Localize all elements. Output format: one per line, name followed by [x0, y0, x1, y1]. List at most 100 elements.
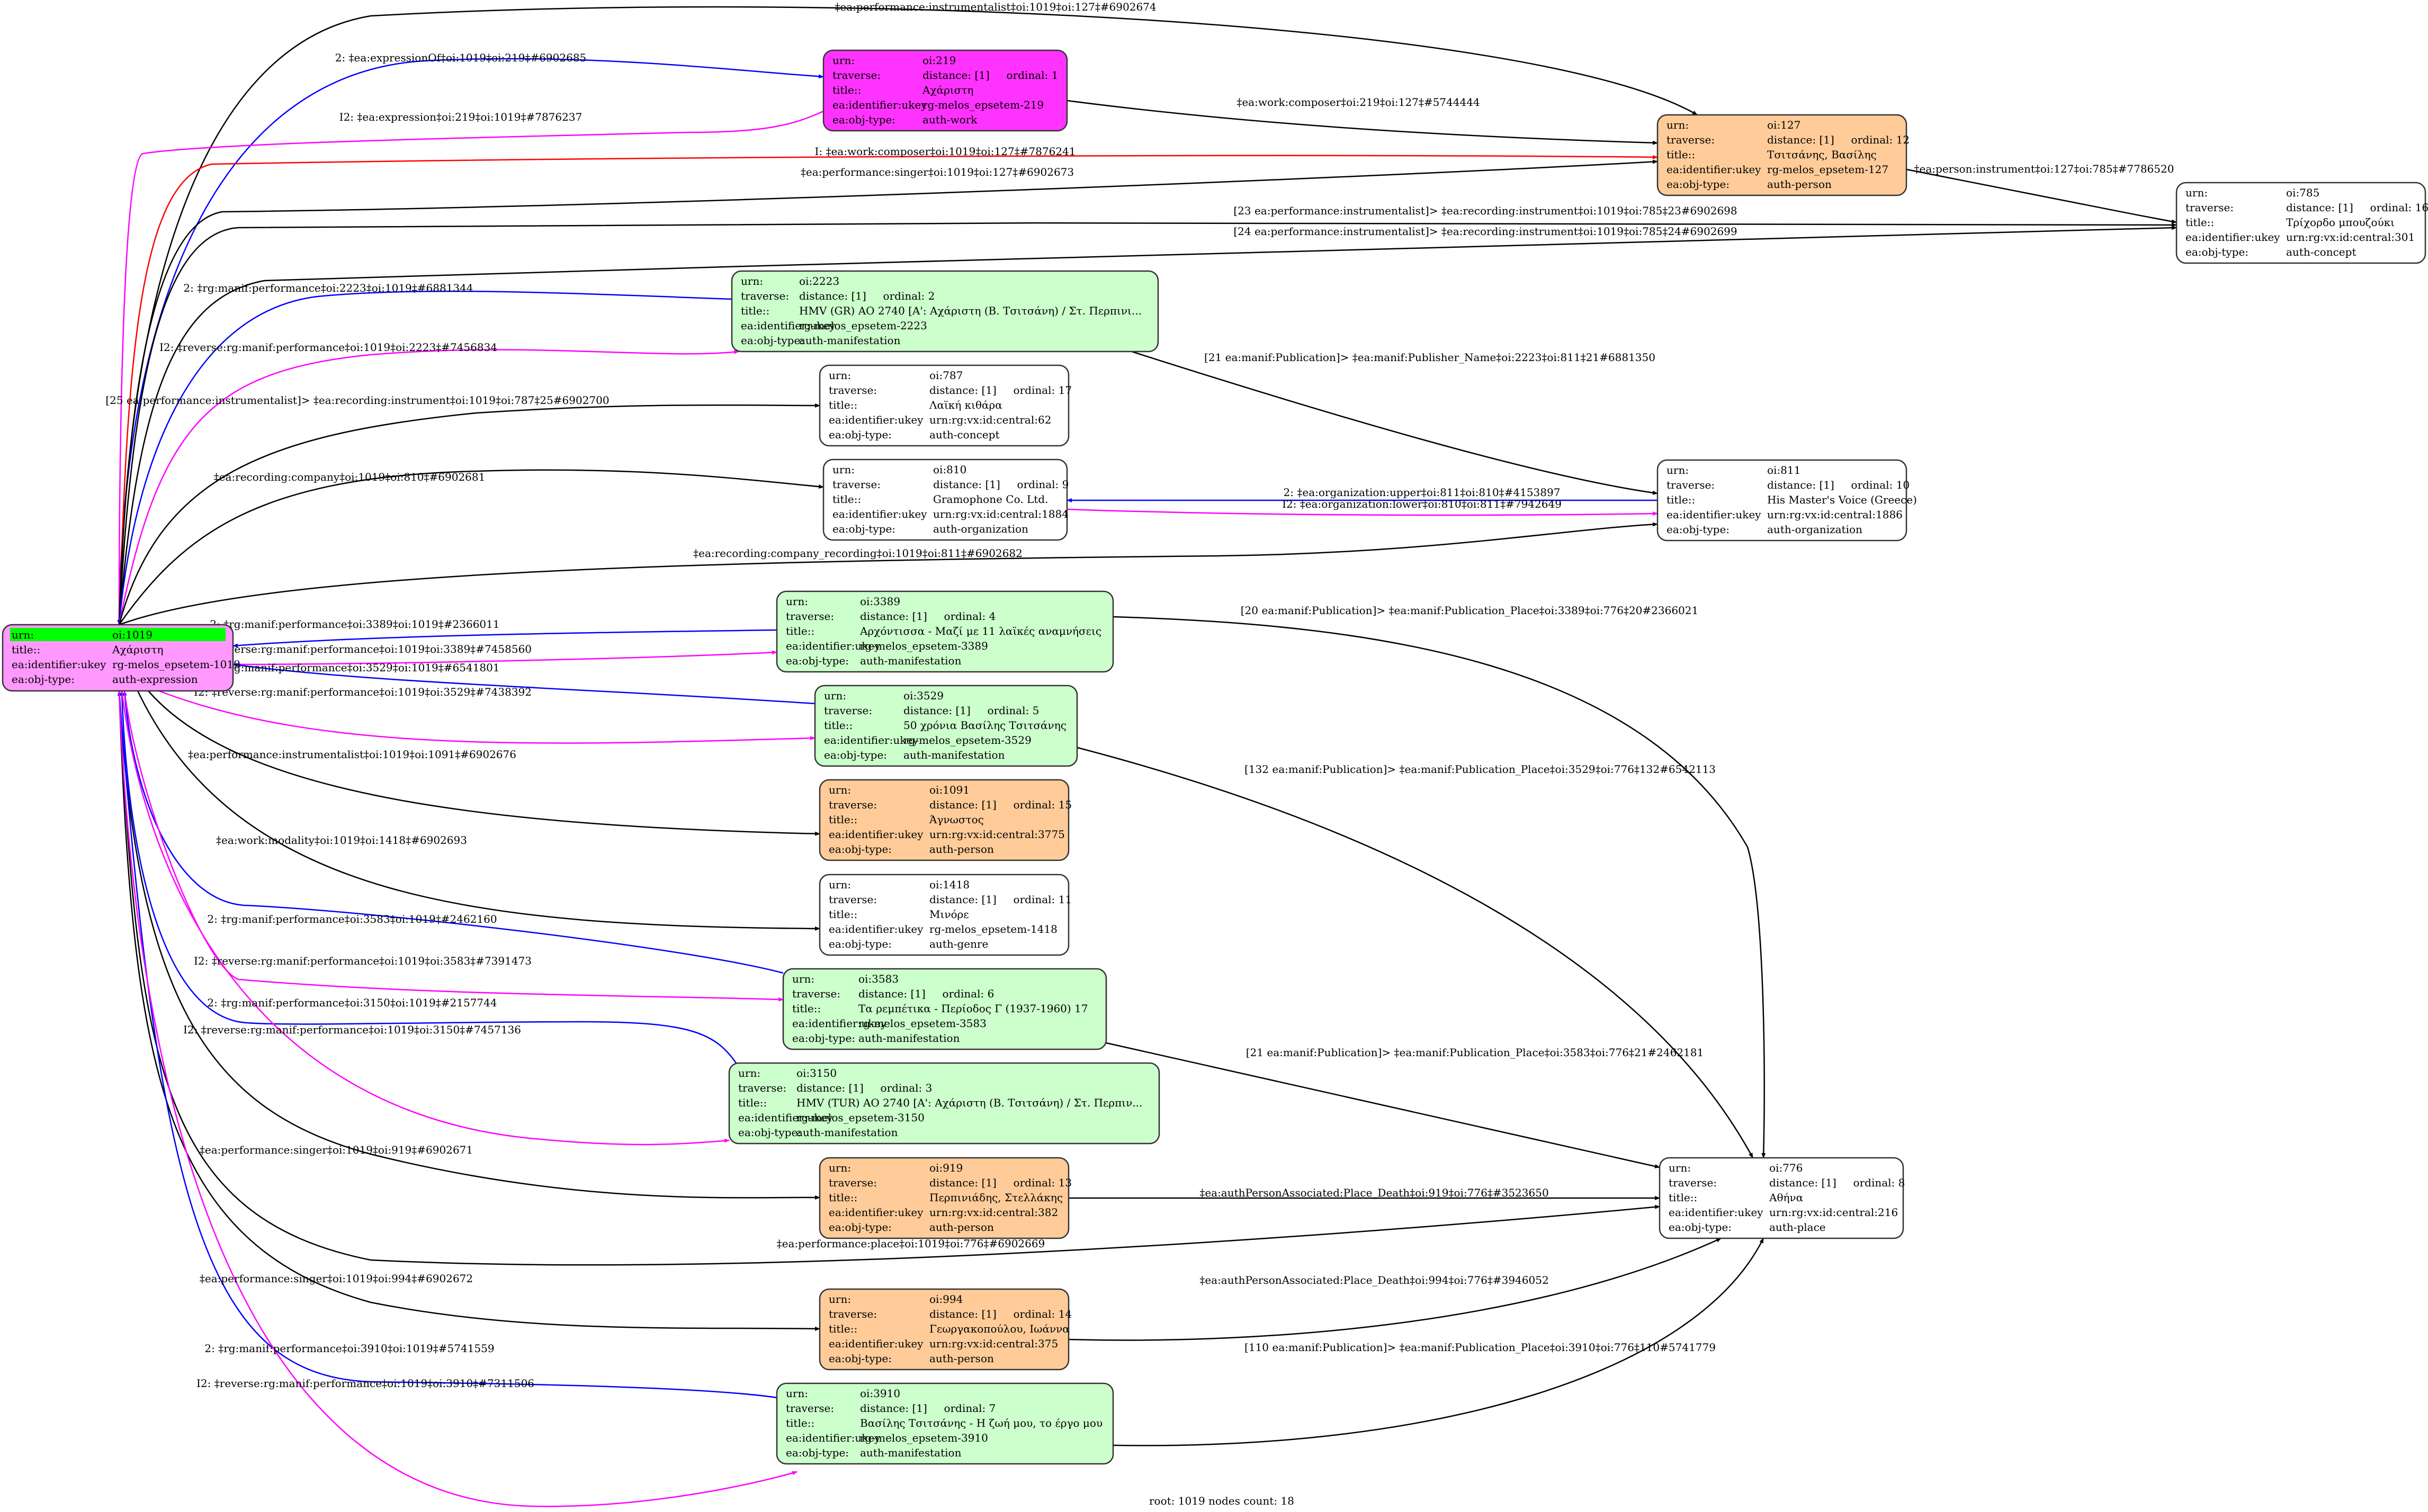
root-urn-highlight: [10, 628, 226, 641]
field-value-objtype: auth-manifestation: [799, 334, 901, 347]
field-value-title: Gramophone Co. Ltd.: [933, 493, 1048, 506]
field-value-ukey: rg-melos_epsetem-3389: [860, 640, 988, 652]
field-value-ukey: urn:rg:vx:id:central:3775: [929, 828, 1065, 841]
field-value-urn: oi:811: [1767, 464, 1800, 476]
edge-label: 2: ‡rg:manif:performance‡oi:2223‡oi:1019…: [183, 282, 473, 294]
node-box[interactable]: [2, 624, 234, 692]
field-label-traverse: traverse:: [832, 478, 881, 491]
edge-oi1019-to-oi1418: [137, 690, 820, 931]
field-label-title: title::: [829, 399, 857, 411]
field-label-traverse: traverse:: [1667, 479, 1715, 491]
field-label-objtype: ea:obj-type:: [832, 113, 895, 126]
node-box[interactable]: [819, 779, 1070, 861]
node-box[interactable]: [782, 968, 1107, 1050]
node-box[interactable]: [1659, 1157, 1904, 1239]
field-value-objtype: auth-manifestation: [860, 1446, 962, 1459]
node-box[interactable]: [776, 1382, 1114, 1465]
field-label-ukey: ea:identifier:ukey: [829, 828, 924, 841]
field-value-objtype: auth-concept: [2286, 246, 2356, 258]
node-box[interactable]: [814, 685, 1078, 767]
field-value-ukey: rg-melos_epsetem-1019: [112, 658, 240, 671]
node-box[interactable]: [819, 1157, 1070, 1239]
field-value-urn: oi:1418: [929, 878, 970, 891]
node-box[interactable]: [728, 1062, 1160, 1145]
node-box[interactable]: [819, 1288, 1070, 1371]
edge-label: I2: ‡ea:expression‡oi:219‡oi:1019‡#78762…: [339, 111, 583, 123]
node-box[interactable]: [1656, 459, 1907, 542]
node-box[interactable]: [819, 364, 1070, 447]
field-label-ukey: ea:identifier:ukey: [738, 1111, 833, 1124]
field-label-traverse: traverse:: [824, 704, 872, 717]
field-value-urn: oi:3389: [860, 595, 900, 608]
edge-oi1019-to-oi2223: [118, 349, 739, 625]
field-value-objtype: auth-manifestation: [903, 749, 1005, 761]
edge-labels-layer: ‡ea:performance:instrumentalist‡oi:1019‡…: [105, 1, 2174, 1390]
edge-label: [21 ea:manif:Publication]> ‡ea:manif:Pub…: [1246, 1046, 1704, 1059]
field-value-ukey: rg-melos_epsetem-3150: [796, 1111, 925, 1124]
field-label-urn: urn:: [12, 628, 34, 641]
node-box[interactable]: [822, 49, 1068, 132]
node-box[interactable]: [819, 874, 1070, 956]
field-value-title: Περπινιάδης, Στελλάκης: [929, 1191, 1063, 1204]
edge-oi2223-to-oi811: [1131, 350, 1658, 495]
edge-label: ‡ea:work:modality‡oi:1019‡oi:1418‡#69026…: [216, 834, 467, 847]
node-oi-1019[interactable]: urn:oi:1019title::Αχάριστηea:identifier:…: [2, 624, 240, 692]
node-box[interactable]: [776, 590, 1114, 673]
field-label-ukey: ea:identifier:ukey: [12, 658, 106, 671]
edge-label: 2: ‡rg:manif:performance‡oi:3583‡oi:1019…: [207, 913, 497, 925]
field-value-title: Τρίχορδο μπουζούκι: [2286, 216, 2395, 229]
edge-label: ‡ea:recording:company‡oi:1019‡oi:810‡#69…: [214, 471, 486, 483]
field-value-title: HMV (TUR) AO 2740 [A': Αχάριστη (Β. Τσιτ…: [796, 1096, 1142, 1109]
field-label-title: title::: [829, 908, 857, 921]
field-label-ukey: ea:identifier:ukey: [786, 640, 881, 652]
edge-label: ‡ea:performance:instrumentalist‡oi:1019‡…: [188, 748, 516, 761]
field-value-traverse: distance: [1] ordinal: 9: [933, 478, 1069, 491]
field-label-title: title::: [829, 813, 857, 826]
edge-oi1019-to-oi810: [118, 469, 824, 625]
field-label-urn: urn:: [1669, 1162, 1691, 1174]
field-label-traverse: traverse:: [832, 69, 881, 82]
field-value-title: Άγνωστος: [929, 813, 984, 826]
node-box[interactable]: [2175, 182, 2426, 264]
field-label-ukey: ea:identifier:ukey: [1667, 163, 1761, 176]
edge-oi1019-to-oi776: [118, 690, 1660, 1266]
field-label-urn: urn:: [829, 878, 851, 891]
field-value-title: HMV (GR) AO 2740 [A': Αχάριστη (Β. Τσιτσ…: [799, 304, 1142, 317]
node-box[interactable]: [1656, 114, 1907, 196]
edges-layer: [117, 6, 2177, 1507]
field-label-traverse: traverse:: [2185, 201, 2234, 214]
field-label-ukey: ea:identifier:ukey: [824, 734, 919, 746]
field-value-traverse: distance: [1] ordinal: 4: [860, 610, 996, 623]
edge-label: I2: ‡reverse:rg:manif:performance‡oi:101…: [196, 1377, 534, 1390]
field-label-urn: urn:: [829, 1162, 851, 1174]
field-value-objtype: auth-organization: [1767, 523, 1862, 536]
node-box[interactable]: [731, 270, 1159, 353]
field-value-urn: oi:3583: [858, 973, 899, 985]
field-label-urn: urn:: [829, 369, 851, 382]
node-box[interactable]: [822, 458, 1068, 541]
field-value-ukey: urn:rg:vx:id:central:216: [1769, 1206, 1898, 1219]
field-label-urn: urn:: [832, 54, 855, 67]
edge-label: 2: ‡rg:manif:performance‡oi:3529‡oi:1019…: [210, 661, 499, 674]
field-label-urn: urn:: [2185, 186, 2208, 199]
edge-label: 2: ‡rg:manif:performance‡oi:3910‡oi:1019…: [204, 1342, 494, 1355]
edge-label: I2: ‡reverse:rg:manif:performance‡oi:101…: [194, 686, 532, 698]
field-value-title: Αχάριστη: [112, 643, 163, 656]
